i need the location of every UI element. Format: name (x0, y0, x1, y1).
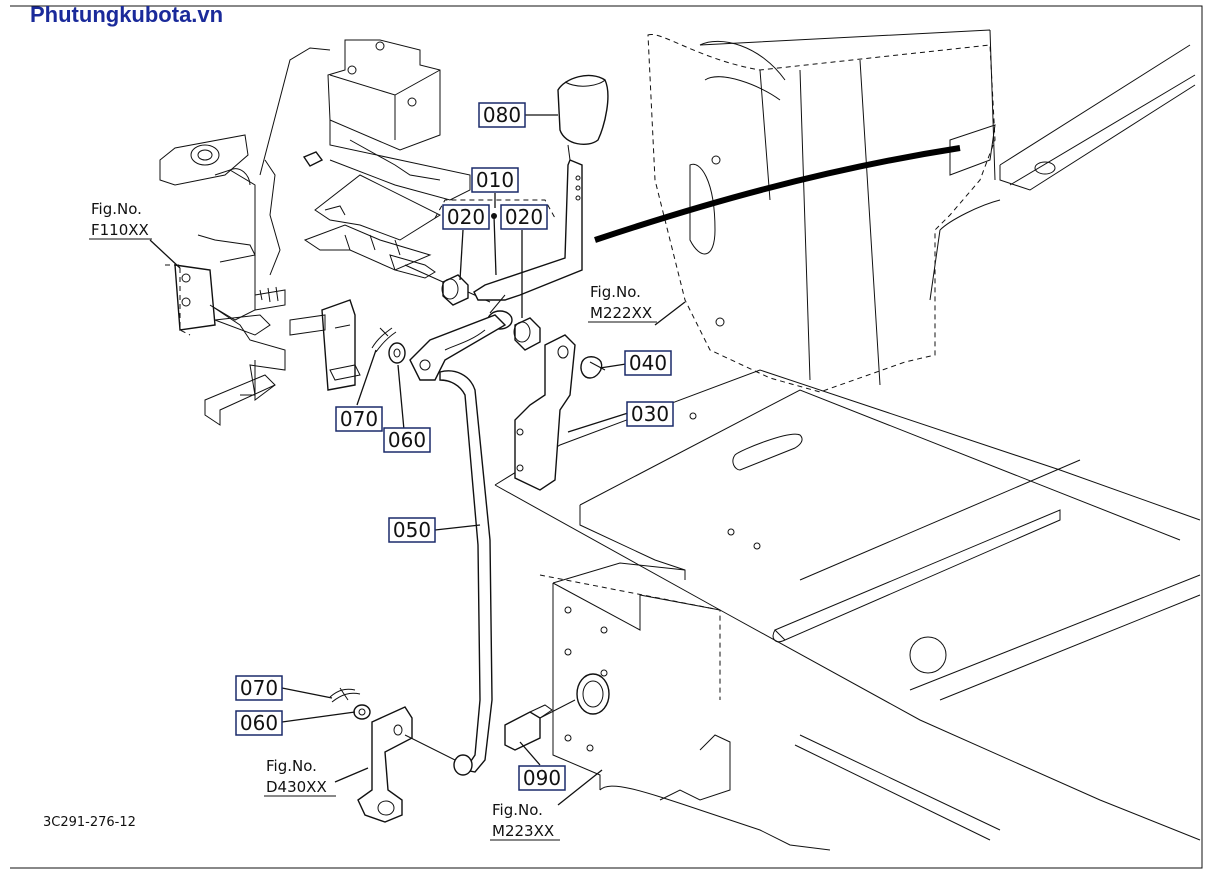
drawing-code: 3C291-276-12 (43, 815, 136, 830)
bushings-020 (404, 264, 541, 351)
part-label-070-upper[interactable]: 070 (335, 406, 383, 432)
lever-knob-080 (557, 74, 609, 161)
part-label-090[interactable]: 090 (518, 765, 566, 791)
svg-text:060: 060 (240, 711, 278, 735)
rod-050 (439, 370, 493, 776)
svg-text:020: 020 (447, 205, 485, 229)
svg-text:090: 090 (523, 766, 561, 790)
lever-arm (409, 314, 507, 381)
part-label-020-right[interactable]: 020 (500, 204, 548, 230)
svg-text:Fig.No.: Fig.No. (492, 801, 543, 819)
part-label-040[interactable]: 040 (624, 350, 672, 376)
part-label-060-upper[interactable]: 060 (383, 427, 431, 453)
svg-text:060: 060 (388, 428, 426, 452)
part-label-060-lower[interactable]: 060 (235, 710, 283, 736)
drawing-border (10, 5, 1203, 869)
part-label-050[interactable]: 050 (388, 517, 436, 543)
watermark: Phutungkubota.vn (30, 2, 223, 27)
part-label-010[interactable]: 010 (471, 167, 519, 193)
fig-ref-d430[interactable]: Fig.No. D430XX (264, 757, 336, 797)
svg-text:030: 030 (631, 402, 669, 426)
svg-text:F110XX: F110XX (91, 221, 149, 239)
svg-text:050: 050 (393, 518, 431, 542)
leader-lines (149, 114, 686, 806)
fig-ref-f110[interactable]: Fig.No. F110XX (89, 200, 152, 240)
svg-text:010: 010 (476, 168, 514, 192)
throttle-cable (594, 145, 961, 243)
bracket-030 (514, 334, 576, 491)
fig-ref-m222[interactable]: Fig.No. M222XX (588, 283, 657, 323)
hood-assembly (647, 29, 1196, 393)
left-bracket-assembly (159, 47, 331, 426)
washer-pin-upper (371, 327, 406, 364)
clip-040 (580, 356, 606, 379)
svg-text:M222XX: M222XX (590, 304, 652, 322)
fig-ref-m223[interactable]: Fig.No. M223XX (490, 801, 560, 841)
lower-link (357, 706, 456, 823)
floor-frame (494, 369, 1201, 851)
svg-text:D430XX: D430XX (266, 778, 327, 796)
svg-text:070: 070 (240, 676, 278, 700)
mounting-plate (539, 562, 731, 801)
part-label-030[interactable]: 030 (626, 401, 674, 427)
part-label-080[interactable]: 080 (478, 102, 526, 128)
svg-text:Fig.No.: Fig.No. (91, 200, 142, 218)
svg-text:080: 080 (483, 103, 521, 127)
svg-text:020: 020 (505, 205, 543, 229)
bolt-090 (504, 699, 576, 751)
svg-text:040: 040 (629, 351, 667, 375)
svg-text:Fig.No.: Fig.No. (590, 283, 641, 301)
stud-plate (289, 299, 361, 391)
svg-text:Fig.No.: Fig.No. (266, 757, 317, 775)
hood-slot (689, 163, 716, 255)
svg-text:070: 070 (340, 407, 378, 431)
upper-bracket (302, 39, 471, 279)
svg-text:M223XX: M223XX (492, 822, 554, 840)
part-label-070-lower[interactable]: 070 (235, 675, 283, 701)
part-label-020-left[interactable]: 020 (442, 204, 490, 230)
nut (302, 151, 324, 167)
